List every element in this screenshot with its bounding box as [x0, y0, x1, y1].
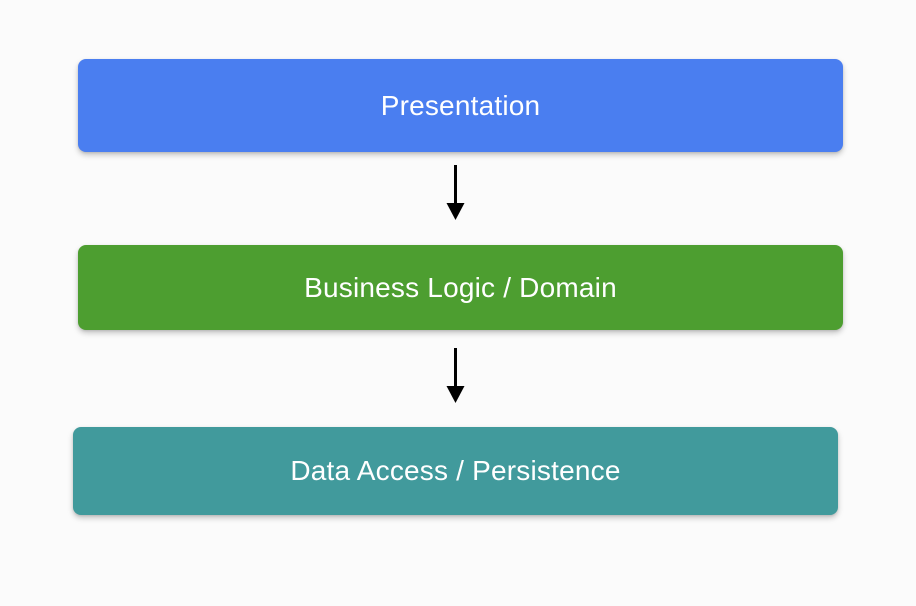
arrow-presentation-to-business-logic	[446, 165, 465, 220]
arrow-head-icon	[446, 203, 465, 220]
arrow-business-logic-to-data-access	[446, 348, 465, 403]
layer-box-presentation[interactable]: Presentation	[78, 59, 843, 152]
layer-box-data-access[interactable]: Data Access / Persistence	[73, 427, 838, 515]
layer-label-business-logic: Business Logic / Domain	[304, 271, 617, 303]
layer-box-business-logic[interactable]: Business Logic / Domain	[78, 245, 843, 330]
layer-label-presentation: Presentation	[380, 89, 541, 121]
layer-label-data-access: Data Access / Persistence	[290, 455, 621, 486]
arrow-head-icon	[446, 386, 465, 403]
